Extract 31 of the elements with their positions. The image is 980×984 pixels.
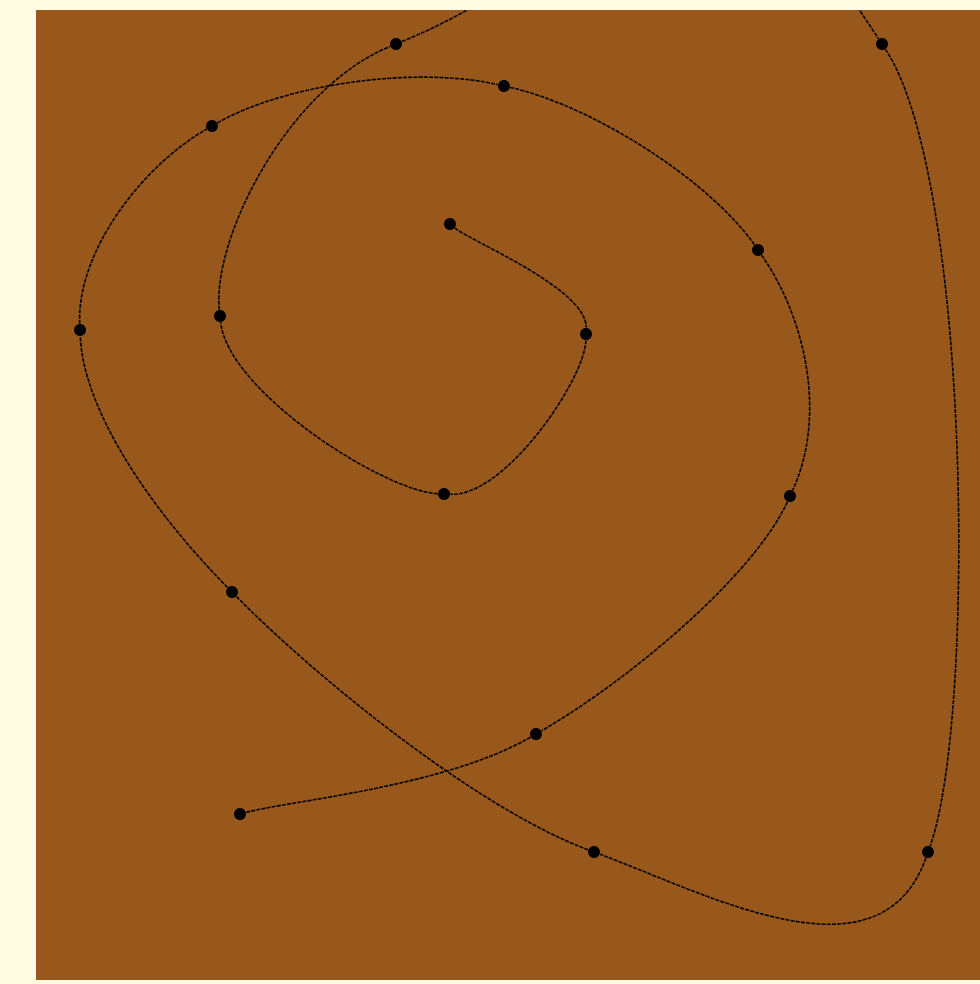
- curve-point: [234, 808, 246, 820]
- curve-segment: [599, 853, 927, 925]
- curve-segment: [509, 86, 756, 246]
- curve-segment: [540, 501, 789, 732]
- curve-point: [530, 728, 542, 740]
- curve-segment: [78, 128, 208, 325]
- curve-point: [438, 488, 450, 500]
- curve-segment: [79, 335, 229, 589]
- curve-point: [214, 310, 226, 322]
- curve-segment: [760, 254, 811, 491]
- curve-point: [784, 490, 796, 502]
- curve-segment: [245, 736, 532, 814]
- curve-segment: [235, 595, 589, 851]
- curve-point: [226, 586, 238, 598]
- curve-segment: [884, 48, 960, 847]
- curve-point: [752, 244, 764, 256]
- curve-point: [580, 328, 592, 340]
- curve-point: [74, 324, 86, 336]
- curve-point: [206, 120, 218, 132]
- curve-segment: [401, 10, 880, 43]
- curve-point: [444, 218, 456, 230]
- curve-segment: [218, 45, 391, 311]
- curve-point: [876, 38, 888, 50]
- curve-segment: [449, 339, 587, 496]
- curve-point: [588, 846, 600, 858]
- curve-point: [922, 846, 934, 858]
- curve-point: [498, 80, 510, 92]
- curve-segment: [219, 321, 439, 495]
- curve-segment: [454, 227, 587, 329]
- curve-point: [390, 38, 402, 50]
- curve-segment: [216, 76, 499, 124]
